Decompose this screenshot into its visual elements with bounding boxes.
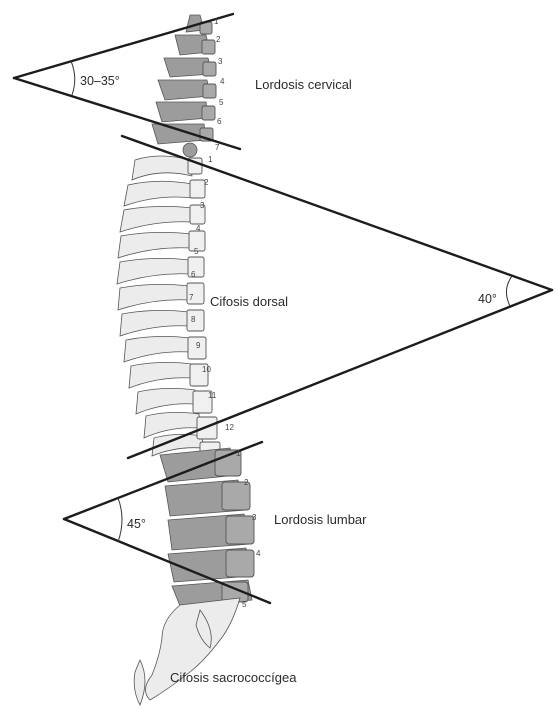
dorsal-number: 2 bbox=[204, 178, 209, 187]
sacral-region-label: Cifosis sacrococcígea bbox=[170, 670, 297, 685]
cervical-number: 1 bbox=[214, 17, 219, 26]
dorsal-angle-label: 40° bbox=[478, 292, 497, 306]
dorsal-number: 7 bbox=[189, 293, 194, 302]
dorsal-number: 8 bbox=[191, 315, 196, 324]
lumbar-number: 5 bbox=[242, 600, 247, 609]
cervical-number: 4 bbox=[220, 77, 225, 86]
lumbar-region-label: Lordosis lumbar bbox=[274, 512, 367, 527]
lumbar-vertebrae bbox=[160, 448, 254, 606]
spine-column bbox=[117, 15, 254, 705]
cervical-number: 6 bbox=[217, 117, 222, 126]
cervical-number: 7 bbox=[215, 143, 220, 152]
cervical-angle-label: 30–35° bbox=[80, 74, 120, 88]
dorsal-number: 6 bbox=[191, 270, 196, 279]
lumbar-angle-label: 45° bbox=[127, 517, 146, 531]
dorsal-region-label: Cifosis dorsal bbox=[210, 294, 288, 309]
lumbar-number: 3 bbox=[252, 513, 257, 522]
dorsal-number: 10 bbox=[202, 365, 211, 374]
cervical-number: 3 bbox=[218, 57, 223, 66]
cervical-vertebrae bbox=[152, 15, 216, 157]
dorsal-vertebrae bbox=[117, 156, 220, 456]
sacrum-coccyx bbox=[134, 598, 240, 705]
dorsal-number: 4 bbox=[196, 224, 201, 233]
dorsal-number: 12 bbox=[225, 423, 234, 432]
dorsal-number: 3 bbox=[200, 201, 205, 210]
lumbar-number: 2 bbox=[244, 478, 249, 487]
dorsal-number: 1 bbox=[208, 155, 213, 164]
lumbar-number: 1 bbox=[236, 449, 241, 458]
cervical-number: 2 bbox=[216, 35, 221, 44]
lumbar-number: 4 bbox=[256, 549, 261, 558]
dorsal-number: 5 bbox=[194, 247, 199, 256]
cervical-region-label: Lordosis cervical bbox=[255, 77, 352, 92]
dorsal-number: 11 bbox=[208, 391, 217, 400]
dorsal-number: 9 bbox=[196, 341, 201, 350]
cervical-number: 5 bbox=[219, 98, 224, 107]
